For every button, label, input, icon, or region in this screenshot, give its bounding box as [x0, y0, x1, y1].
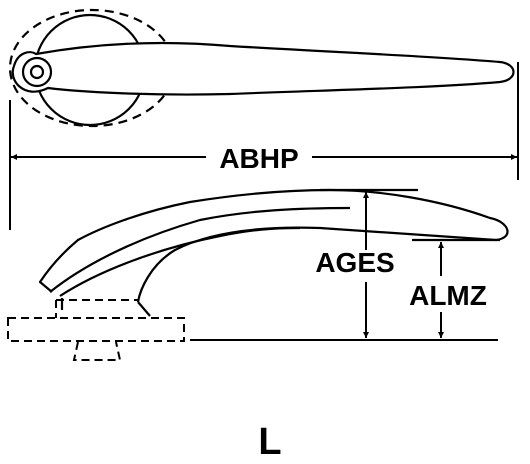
side-view: [38, 188, 509, 317]
handle-outline-side: [38, 188, 509, 303]
mounting-base-dashed: [7, 299, 185, 361]
overall-length-dimension: [9, 62, 519, 230]
handle-height-label: AGES: [315, 247, 394, 278]
handle-inner-line-2: [59, 226, 301, 297]
pivot-circle-inner: [29, 64, 45, 80]
top-view: [8, 8, 515, 128]
handle-inner-line-1: [49, 206, 351, 293]
overall-length-label: ABHP: [219, 143, 298, 174]
handle-outline-top: [11, 41, 515, 96]
pivot-circle-outer: [21, 56, 53, 88]
base-plate-dashed: [7, 317, 185, 342]
figure-letter: L: [258, 421, 281, 463]
lever-height-label: ALMZ: [409, 280, 487, 311]
stud-dashed: [72, 341, 122, 361]
